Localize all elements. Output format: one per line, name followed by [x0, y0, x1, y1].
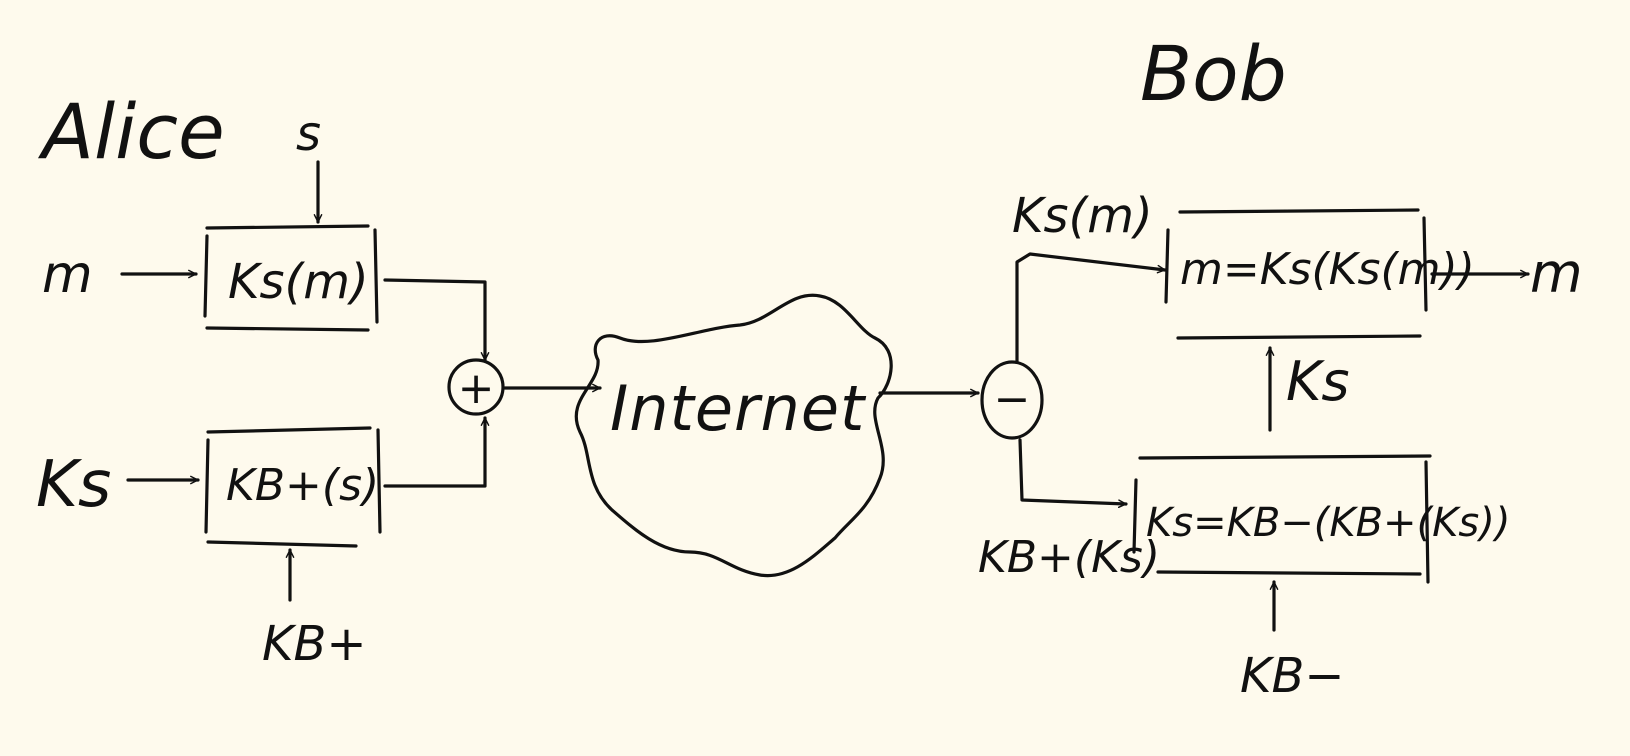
- internet-label: Internet: [610, 372, 867, 445]
- alice-title: Alice: [37, 87, 225, 176]
- internet-cloud: Internet: [574, 293, 893, 578]
- decrypt-message-box-label: m=Ks(Ks(m)): [1180, 244, 1475, 295]
- encrypt-key-box-label: KB+(s): [226, 460, 379, 511]
- bob-title: Bob: [1140, 29, 1287, 118]
- lower-branch-label: KB+(Ks): [978, 532, 1160, 583]
- upper-branch-label: Ks(m): [1012, 188, 1153, 244]
- alice-public-key-label: KB+: [262, 616, 367, 672]
- output-message-label: m: [1530, 242, 1583, 305]
- lower-branch-line: [1018, 438, 1128, 509]
- decrypt-message-box: m=Ks(Ks(m)): [1164, 208, 1475, 340]
- bob-private-key-label: KB−: [1240, 648, 1345, 704]
- message-to-combiner-line: [383, 278, 490, 362]
- encrypt-key-box: KB+(s): [204, 426, 382, 548]
- alice-key-label: Ks: [36, 448, 111, 522]
- alice-message-label: m: [42, 245, 93, 305]
- encrypt-message-box-label: Ks(m): [228, 254, 369, 310]
- encrypt-message-box: Ks(m): [203, 224, 379, 332]
- decrypt-key-box-label: Ks=KB−(KB+(Ks)): [1146, 500, 1510, 546]
- combiner-symbol: +: [458, 363, 495, 414]
- combiner-node: +: [447, 358, 505, 416]
- alice-session-key-label: s: [296, 106, 321, 162]
- key-to-combiner-line: [383, 416, 490, 488]
- splitter-node: −: [980, 360, 1044, 440]
- decrypt-key-box: Ks=KB−(KB+(Ks)): [1132, 454, 1510, 584]
- splitter-symbol: −: [994, 374, 1031, 425]
- upper-branch-line: [1015, 252, 1167, 364]
- recovered-key-label: Ks: [1286, 350, 1350, 413]
